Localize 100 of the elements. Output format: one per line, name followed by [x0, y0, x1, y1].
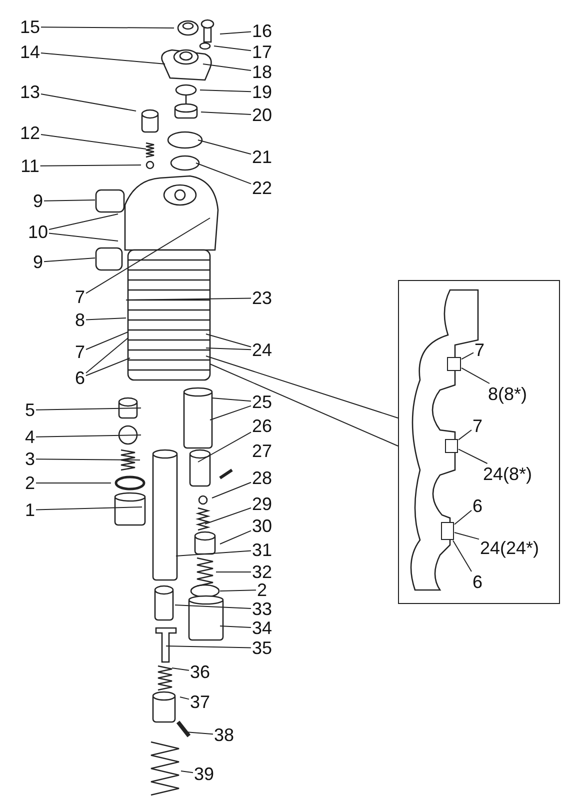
leader-line — [198, 432, 252, 462]
leader-line — [180, 696, 190, 700]
leader-line — [40, 94, 136, 112]
leader-line — [212, 398, 252, 402]
leader-line — [200, 90, 252, 92]
leader-line — [206, 334, 252, 348]
leader-line — [48, 214, 118, 230]
callout-number: 38 — [214, 726, 234, 744]
leader-line — [86, 318, 126, 320]
callout-number: 24 — [252, 341, 272, 359]
callout-number: 24(24*) — [480, 538, 540, 556]
callout-number: 18 — [252, 63, 272, 81]
leader-line — [180, 770, 194, 774]
leader-line — [461, 352, 474, 360]
callout-number: 31 — [252, 541, 272, 559]
callout-number: 9 — [33, 192, 43, 210]
callout-number: 6 — [75, 369, 85, 387]
callout-number: 23 — [252, 289, 272, 307]
leader-line — [44, 258, 96, 262]
callout-number: 30 — [252, 517, 272, 535]
leader-line — [86, 358, 130, 376]
callout-number: 6 — [472, 572, 482, 590]
leader-line — [220, 590, 256, 592]
leader-line — [48, 232, 118, 242]
inset-frame — [398, 280, 560, 604]
leader-line — [210, 364, 398, 446]
callout-number: 25 — [252, 393, 272, 411]
leader-line — [186, 732, 214, 735]
callout-number: 16 — [252, 22, 272, 40]
leader-line — [36, 408, 142, 410]
leader-line — [36, 458, 140, 460]
callout-number: 7 — [474, 340, 484, 358]
callout-number: 5 — [25, 401, 35, 419]
leader-line — [86, 218, 210, 294]
leader-line — [166, 646, 252, 648]
leader-line — [220, 31, 252, 34]
leader-line — [36, 482, 112, 484]
callout-number: 2 — [25, 474, 35, 492]
leader-line — [40, 26, 174, 28]
callout-number: 10 — [28, 223, 48, 241]
leader-line — [40, 164, 142, 166]
callout-number: 28 — [252, 469, 272, 487]
leader-line — [196, 162, 252, 184]
callout-number: 26 — [252, 417, 272, 435]
callout-number: 7 — [75, 343, 85, 361]
callout-number: 12 — [20, 124, 40, 142]
callout-number: 20 — [252, 106, 272, 124]
leader-line — [458, 430, 472, 440]
callout-number: 21 — [252, 148, 272, 166]
leader-line — [210, 405, 252, 420]
callout-number: 9 — [33, 253, 43, 271]
leader-line — [202, 64, 252, 71]
leader-line — [204, 507, 252, 524]
leader-line — [220, 626, 252, 628]
callout-number: 33 — [252, 600, 272, 618]
leader-line — [36, 434, 142, 438]
callout-number: 8(8*) — [488, 384, 527, 402]
leader-line — [176, 550, 252, 556]
leader-line — [126, 298, 252, 300]
leader-line — [40, 52, 166, 64]
leader-line — [212, 482, 252, 498]
callout-number: 29 — [252, 495, 272, 513]
callout-number: 39 — [194, 765, 214, 783]
leader-line — [452, 540, 472, 572]
leader-line — [172, 668, 190, 671]
leader-line — [44, 200, 96, 202]
callout-number: 13 — [20, 83, 40, 101]
leader-line — [200, 112, 252, 115]
leader-line — [40, 134, 146, 150]
callout-number: 19 — [252, 83, 272, 101]
callout-number: 2 — [257, 581, 267, 599]
leader-line — [206, 356, 398, 418]
callout-number: 14 — [20, 43, 40, 61]
callout-number: 24(8*) — [482, 464, 532, 482]
leader-line — [454, 532, 480, 540]
callout-number: 37 — [190, 693, 210, 711]
leader-line — [461, 367, 490, 384]
leader-line — [86, 338, 128, 374]
leader-line — [454, 510, 472, 525]
callout-number: 3 — [25, 450, 35, 468]
leader-line — [206, 348, 252, 350]
callout-number: 32 — [252, 563, 272, 581]
callout-number: 7 — [472, 416, 482, 434]
callout-number: 6 — [472, 496, 482, 514]
leader-line — [36, 506, 142, 510]
callout-number: 11 — [20, 157, 40, 175]
leader-line — [220, 530, 252, 544]
callout-number: 36 — [190, 663, 210, 681]
leader-line — [214, 46, 252, 52]
leader-line — [86, 332, 128, 350]
callout-number: 27 — [252, 442, 272, 460]
leader-line — [458, 448, 488, 464]
callout-number: 17 — [252, 43, 272, 61]
callout-number: 22 — [252, 179, 272, 197]
callout-number: 7 — [75, 288, 85, 306]
callout-number: 34 — [252, 619, 272, 637]
callout-number: 4 — [25, 428, 35, 446]
callout-number: 8 — [75, 311, 85, 329]
leader-line — [198, 140, 252, 155]
callout-number: 15 — [20, 18, 40, 36]
